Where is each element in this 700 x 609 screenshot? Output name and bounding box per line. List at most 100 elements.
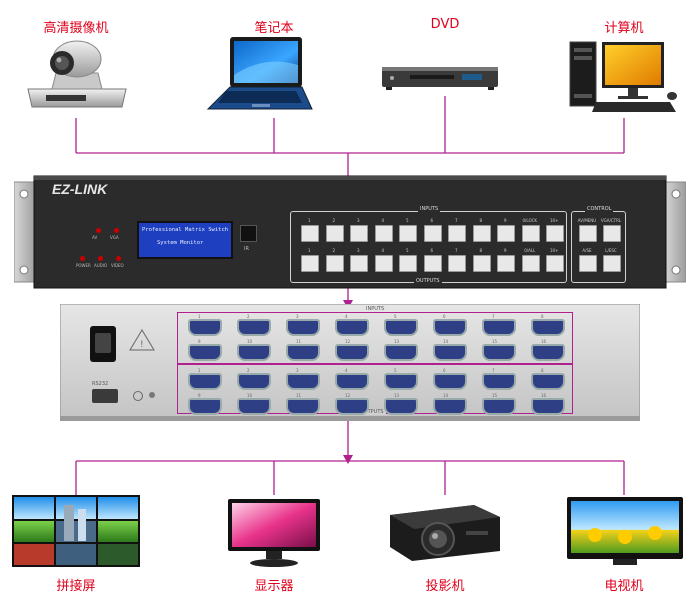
warning-label-icon: !: [128, 328, 156, 354]
vga-port-number: 2: [247, 368, 250, 373]
control-key-button[interactable]: [603, 225, 621, 242]
vga-port-icon[interactable]: [482, 373, 516, 390]
vga-port-number: 14: [443, 339, 449, 344]
input-key-label: 7: [454, 218, 458, 223]
vga-port-icon[interactable]: [237, 319, 271, 336]
output-key-button[interactable]: [301, 255, 320, 272]
vga-port-icon[interactable]: [531, 398, 565, 415]
vga-port-icon[interactable]: [384, 398, 418, 415]
vga-port-icon[interactable]: [433, 398, 467, 415]
input-key-label: 4: [381, 218, 385, 223]
vga-port-number: 1: [198, 368, 201, 373]
led-label-av: AV: [92, 235, 98, 240]
source-label-computer: 计算机: [604, 21, 644, 36]
vga-port-icon[interactable]: [531, 319, 565, 336]
output-key-button[interactable]: [546, 255, 565, 272]
input-key-button[interactable]: [301, 225, 320, 242]
led-label-audio: AUDIO: [94, 263, 108, 268]
vga-port-number: 13: [394, 393, 400, 398]
input-key-button[interactable]: [546, 225, 565, 242]
control-key-button[interactable]: [579, 225, 597, 242]
vga-port-icon[interactable]: [482, 344, 516, 361]
vga-port-number: 2: [247, 314, 250, 319]
desktop-computer-icon: [569, 41, 677, 112]
vga-port-icon[interactable]: [335, 398, 369, 415]
vga-port-icon[interactable]: [384, 344, 418, 361]
vga-port-icon[interactable]: [335, 373, 369, 390]
vga-port-number: 15: [492, 393, 498, 398]
led-label-video: VIDEO: [111, 263, 124, 268]
output-label-projector: 投影机: [425, 579, 465, 594]
input-key-label: 3: [356, 218, 360, 223]
vga-port-number: 1: [198, 314, 201, 319]
vga-port-icon[interactable]: [531, 344, 565, 361]
output-key-button[interactable]: [350, 255, 369, 272]
vga-port-icon[interactable]: [482, 319, 516, 336]
output-key-button[interactable]: [497, 255, 516, 272]
vga-port-icon[interactable]: [237, 344, 271, 361]
output-key-label: 3: [356, 248, 360, 253]
output-key-button[interactable]: [521, 255, 540, 272]
vga-port-icon[interactable]: [286, 344, 320, 361]
led-video-icon: [116, 256, 121, 261]
ir-receiver-icon: [240, 225, 257, 242]
vga-port-icon[interactable]: [384, 319, 418, 336]
input-key-button[interactable]: [374, 225, 393, 242]
input-key-button[interactable]: [521, 225, 540, 242]
source-label-camera: 高清摄像机: [43, 21, 109, 36]
output-key-button[interactable]: [399, 255, 418, 272]
control-key-button[interactable]: [603, 255, 621, 272]
vga-port-icon[interactable]: [482, 398, 516, 415]
vga-port-icon[interactable]: [433, 319, 467, 336]
vga-port-icon[interactable]: [188, 319, 222, 336]
input-key-button[interactable]: [497, 225, 516, 242]
vga-port-number: 10: [247, 393, 253, 398]
output-key-button[interactable]: [448, 255, 467, 272]
screw-icon: [149, 392, 155, 398]
vga-port-number: 9: [198, 393, 201, 398]
output-key-label: 1: [307, 248, 311, 253]
vga-port-icon[interactable]: [286, 398, 320, 415]
output-key-button[interactable]: [374, 255, 393, 272]
output-key-button[interactable]: [472, 255, 491, 272]
vga-port-icon[interactable]: [335, 344, 369, 361]
input-key-button[interactable]: [350, 225, 369, 242]
input-key-button[interactable]: [472, 225, 491, 242]
output-label-monitor: 显示器: [254, 579, 294, 594]
control-key-label: A/SE: [582, 248, 592, 253]
vga-port-icon[interactable]: [237, 398, 271, 415]
vga-port-icon[interactable]: [433, 344, 467, 361]
output-key-label: 8: [479, 248, 483, 253]
vga-port-icon[interactable]: [335, 319, 369, 336]
input-key-label: 5: [405, 218, 409, 223]
lcd-display: Professional Matrix Switch System Monito…: [137, 221, 233, 259]
output-key-button[interactable]: [325, 255, 344, 272]
vga-port-icon[interactable]: [286, 373, 320, 390]
keypad-inputs-title: INPUTS: [418, 206, 441, 212]
monitor-icon: [228, 499, 320, 567]
input-key-button[interactable]: [399, 225, 418, 242]
vga-port-icon[interactable]: [188, 398, 222, 415]
vga-port-number: 16: [541, 339, 547, 344]
vga-port-number: 4: [345, 314, 348, 319]
output-key-button[interactable]: [423, 255, 442, 272]
output-key-label: 6: [430, 248, 434, 253]
vga-port-icon[interactable]: [188, 344, 222, 361]
control-key-button[interactable]: [579, 255, 597, 272]
input-key-button[interactable]: [448, 225, 467, 242]
vga-port-number: 15: [492, 339, 498, 344]
rear-inputs-label: INPUTS: [364, 306, 387, 312]
control-key-label: L/ESC: [605, 248, 617, 253]
vga-port-icon[interactable]: [286, 319, 320, 336]
vga-port-icon[interactable]: [433, 373, 467, 390]
vga-port-icon[interactable]: [237, 373, 271, 390]
vga-port-icon[interactable]: [384, 373, 418, 390]
rs232-port-icon[interactable]: [92, 389, 118, 403]
input-key-button[interactable]: [423, 225, 442, 242]
vga-port-number: 14: [443, 393, 449, 398]
vga-port-number: 12: [345, 393, 351, 398]
vga-port-icon[interactable]: [188, 373, 222, 390]
input-key-button[interactable]: [325, 225, 344, 242]
vga-port-icon[interactable]: [531, 373, 565, 390]
